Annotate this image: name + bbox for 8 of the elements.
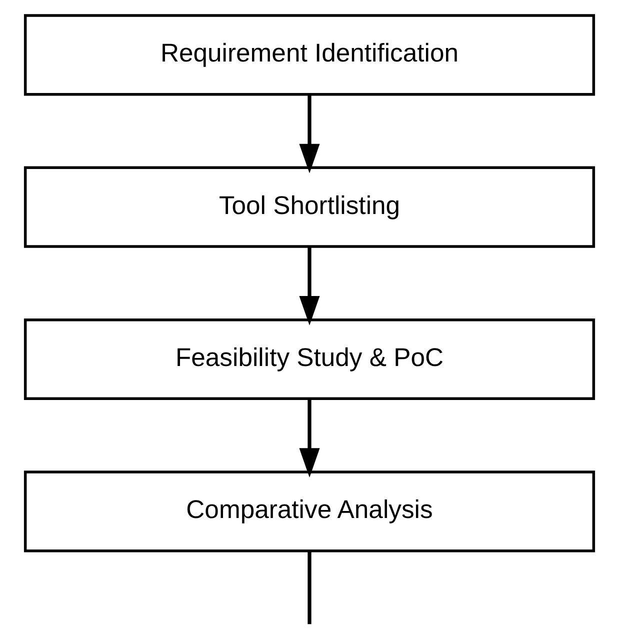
node-box: Tool Shortlisting [24, 166, 596, 248]
node-box: Comparative Analysis [24, 470, 596, 552]
node-box: Requirement Identification [24, 14, 596, 96]
arrow [299, 399, 320, 478]
connector [308, 551, 312, 624]
node-box: Feasibility Study & PoC [24, 318, 596, 400]
arrow [299, 247, 320, 326]
arrow [299, 95, 320, 174]
